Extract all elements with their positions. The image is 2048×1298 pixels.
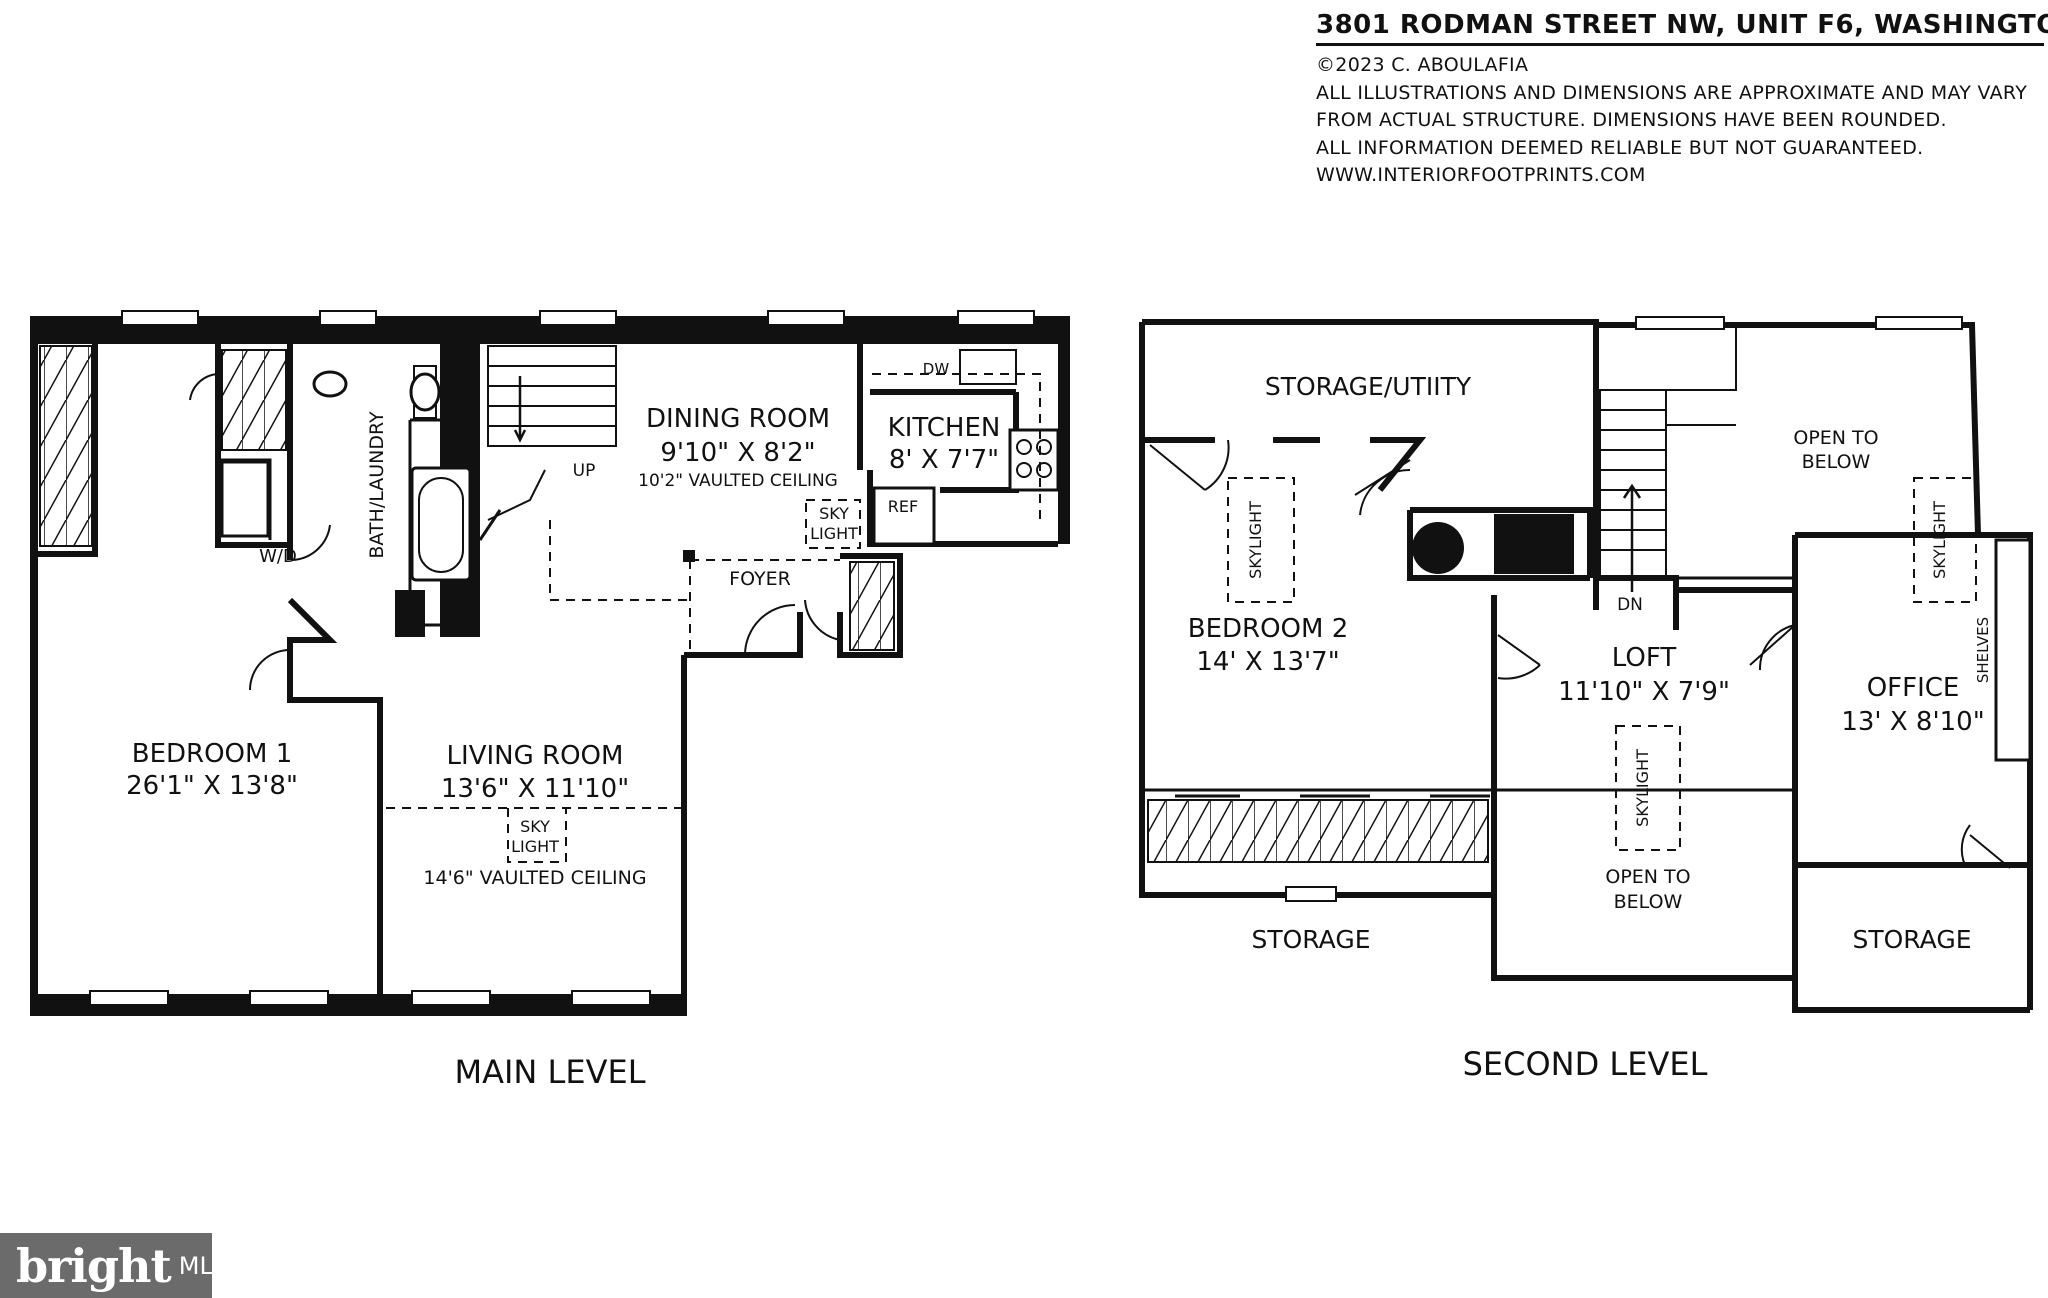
bedroom2-dims: 14' X 13'7": [1196, 647, 1339, 677]
disclaimer-line-2: FROM ACTUAL STRUCTURE. DIMENSIONS HAVE B…: [1316, 109, 1947, 131]
loft-name: LOFT: [1612, 643, 1677, 673]
second-skylights: [1227, 477, 1977, 851]
water-heater-icon: [1412, 522, 1464, 574]
stairs-down-label: DN: [1617, 595, 1643, 615]
mls-watermark: bright MLS: [0, 1233, 228, 1298]
loft-skylight-label: SKYLIGHT: [1633, 749, 1652, 827]
closet-shelving: [1147, 799, 1489, 863]
stove-burners: [1016, 439, 1052, 478]
living-room-name: LIVING ROOM: [447, 741, 624, 771]
office-dims: 13' X 8'10": [1841, 707, 1984, 737]
dishwasher-label: DW: [923, 360, 950, 378]
washer-dryer-label: W/D: [259, 546, 297, 567]
dining-skylight-label-bottom: LIGHT: [810, 524, 858, 543]
storage-lower-left-label: STORAGE: [1251, 925, 1370, 954]
property-address: 3801 RODMAN STREET NW, UNIT F6, WASHINGT…: [1316, 10, 2048, 46]
open-to-below-lower-line2: BELOW: [1614, 891, 1683, 913]
storage-lower-right-label: STORAGE: [1852, 925, 1971, 954]
washer-dryer-box: [220, 460, 270, 538]
disclaimer-line-3: ALL INFORMATION DEEMED RELIABLE BUT NOT …: [1316, 136, 1924, 159]
refrigerator-label: REF: [888, 497, 918, 516]
closet-shelving: [39, 345, 93, 547]
dining-ceiling-height: 10'2" VAULTED CEILING: [638, 471, 838, 491]
closet-sliders: [1142, 788, 1494, 798]
foyer-label: FOYER: [729, 568, 791, 590]
loft-dims: 11'10" X 7'9": [1558, 677, 1730, 707]
open-to-below-rails: [1494, 576, 1795, 792]
bedroom1-name: BEDROOM 1: [132, 739, 293, 769]
living-skylight-label-top: SKY: [520, 817, 550, 836]
website-line: WWW.INTERIORFOOTPRINTS.COM: [1316, 164, 1646, 186]
bathtub-icon: [410, 466, 472, 582]
kitchen-sink-icon: [959, 349, 1017, 385]
watermark-suffix: MLS: [178, 1251, 229, 1280]
refrigerator-box: [872, 486, 936, 546]
open-to-below-upper-line1: OPEN TO: [1793, 427, 1878, 449]
main-dashed-lines: [386, 373, 1041, 863]
living-room-dims: 13'6" X 11'10": [441, 774, 629, 804]
copyright-line: ©2023 C. ABOULAFIA: [1316, 54, 1529, 76]
living-ceiling-height: 14'6" VAULTED CEILING: [423, 867, 646, 889]
office-name: OFFICE: [1867, 673, 1960, 703]
office-skylight-label: SKYLIGHT: [1930, 501, 1949, 579]
disclaimer-line-1: ALL ILLUSTRATIONS AND DIMENSIONS ARE APP…: [1316, 81, 2028, 104]
second-door-swings: [1149, 439, 2011, 869]
open-to-below-upper-line2: BELOW: [1802, 451, 1871, 473]
shelves-label: SHELVES: [1974, 617, 1992, 683]
stairs-up-label: UP: [573, 461, 596, 481]
bedroom1-dims: 26'1" X 13'8": [126, 771, 298, 801]
second-level-plan: STORAGE/UTIITY SKYLIGHT SKYLIGHT SKYLIGH…: [1139, 316, 2033, 1083]
dining-skylight-label-top: SKY: [819, 504, 849, 523]
watermark-brand: bright: [16, 1238, 172, 1293]
storage-utility-label: STORAGE/UTIITY: [1265, 372, 1472, 401]
kitchen-name: KITCHEN: [888, 413, 1001, 443]
bedroom2-name: BEDROOM 2: [1188, 614, 1349, 644]
main-door-swings: [189, 373, 841, 691]
plan-header: 3801 RODMAN STREET NW, UNIT F6, WASHINGT…: [1316, 10, 2048, 190]
toilet-icon: [312, 370, 348, 398]
office-shelves: [1994, 538, 2032, 762]
closet-shelving: [849, 561, 895, 651]
second-windows: [1285, 316, 1963, 902]
main-level-plan: W/D BATH/LAUNDRY UP DINING ROOM 9'10" X …: [30, 310, 1070, 1091]
second-walls: [1139, 319, 2033, 1013]
kitchen-dims: 8' X 7'7": [889, 445, 999, 475]
closet-shelving: [221, 349, 287, 451]
bathtub-basin-icon: [418, 477, 464, 573]
main-staircase: [487, 345, 617, 521]
column-post: [683, 550, 695, 562]
second-staircase: [1599, 322, 1737, 592]
stove-icon: [1008, 428, 1060, 492]
main-windows: [89, 310, 1035, 1006]
second-level-title: SECOND LEVEL: [1463, 1045, 1708, 1083]
living-skylight-label-bottom: LIGHT: [511, 837, 559, 856]
dining-room-dims: 9'10" X 8'2": [660, 438, 815, 468]
furnace-icon: [1494, 514, 1574, 574]
bath-laundry-label: BATH/LAUNDRY: [366, 411, 388, 559]
sink-bowl-icon: [409, 372, 441, 412]
open-to-below-lower-line1: OPEN TO: [1605, 866, 1690, 888]
bedroom2-skylight-label: SKYLIGHT: [1246, 501, 1265, 579]
dining-room-name: DINING ROOM: [646, 404, 830, 434]
main-level-title: MAIN LEVEL: [454, 1053, 645, 1091]
